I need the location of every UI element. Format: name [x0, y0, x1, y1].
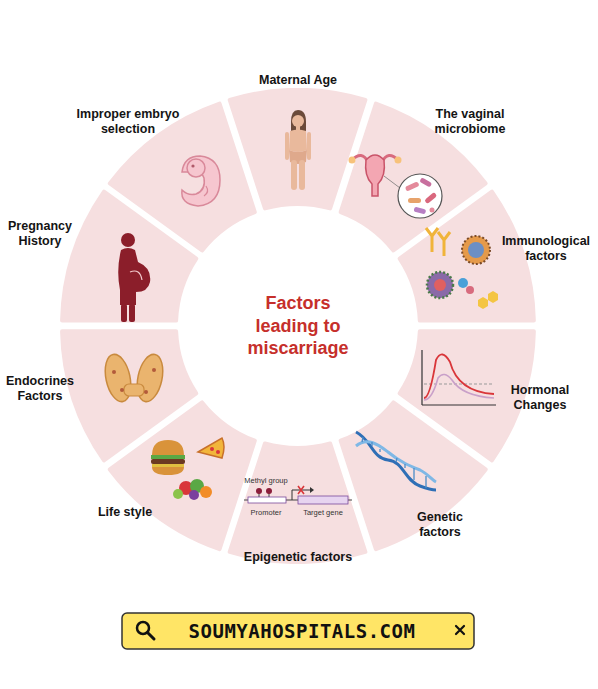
- segment-wedge: [398, 190, 536, 323]
- segment-label: Hormonal Changes: [505, 383, 575, 413]
- hormone-chart: [422, 350, 496, 405]
- embryo-figure: [182, 156, 220, 206]
- segment-label: Pregnancy History: [2, 219, 78, 249]
- center-circle: Factors leading to miscarriage: [182, 210, 414, 442]
- center-title: Factors leading to miscarriage: [239, 292, 357, 360]
- segment-label: Endocrines Factors: [2, 374, 78, 404]
- search-bar: [122, 613, 474, 649]
- annotation-text: Promoter: [251, 509, 282, 517]
- segment-label: Life style: [98, 505, 152, 520]
- segment-wedge: [339, 400, 488, 551]
- segment-label: Maternal Age: [259, 73, 337, 88]
- watermark-text: SOUMYAHOSPITALS.COM: [189, 621, 416, 642]
- annotation-text: Methyl group: [244, 477, 287, 485]
- annotation-text: Target gene: [303, 509, 343, 517]
- food-icons: [151, 438, 224, 500]
- woman-figure: [285, 110, 311, 190]
- pregnant-woman: [118, 233, 150, 322]
- segment-label: Improper embryo selection: [68, 107, 188, 137]
- factor-segment: Improper embryo selection: [105, 100, 260, 256]
- segment-label: Epigenetic factors: [244, 550, 352, 565]
- segment-label: Immunological factors: [496, 234, 596, 264]
- epigenetic-diagram: [244, 486, 352, 504]
- uterus-microbiome: [349, 155, 443, 218]
- immune-cells: [426, 228, 498, 309]
- segment-wedge: [60, 329, 198, 462]
- thyroid-gland: [101, 352, 166, 404]
- dna-helix: [356, 432, 436, 490]
- segment-label: The vaginal microbiome: [425, 107, 515, 137]
- segment-label: Genetic factors: [410, 510, 470, 540]
